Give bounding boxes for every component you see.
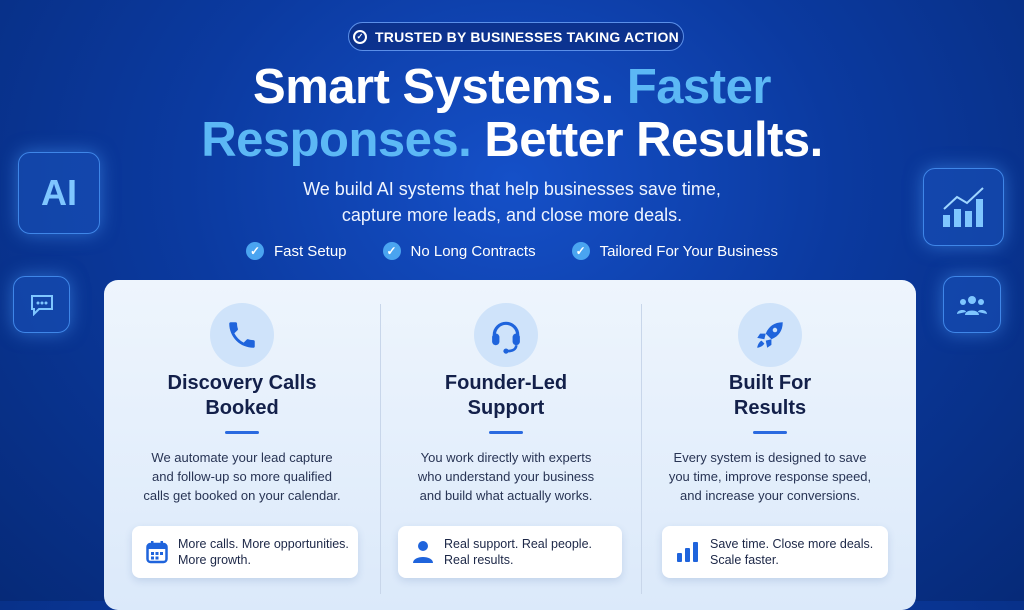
check-item: ✓ Fast Setup (245, 242, 347, 260)
subtitle: We build AI systems that help businesses… (0, 176, 1024, 228)
feature-highlight: Real support. Real people.Real results. (398, 526, 622, 578)
title-underline (225, 431, 259, 434)
trusted-badge: ✓ TRUSTED BY BUSINESSES TAKING ACTION (348, 22, 684, 51)
check-icon: ✓ (382, 242, 401, 260)
check-label: No Long Contracts (410, 242, 536, 260)
subtitle-line: capture more leads, and close more deals… (341, 205, 683, 225)
title-underline (753, 431, 787, 434)
feature-discovery-calls: Discovery Calls Booked We automate your … (107, 280, 377, 505)
feature-built-for-results: Built For Results Every system is design… (635, 280, 905, 505)
phone-icon (210, 303, 274, 367)
column-divider (641, 304, 642, 594)
person-icon (413, 541, 433, 563)
feature-highlight: More calls. More opportunities.More grow… (132, 526, 358, 578)
headline-accent: Responses. (201, 113, 472, 167)
check-circle-icon: ✓ (353, 29, 368, 44)
subtitle-line: We build AI systems that help businesses… (303, 179, 721, 199)
ai-label: AI (41, 172, 77, 213)
check-item: ✓ No Long Contracts (382, 242, 536, 260)
feature-title: Results (733, 397, 807, 419)
check-icon: ✓ (571, 242, 590, 260)
check-item: ✓ Tailored For Your Business (571, 242, 779, 260)
feature-title: Founder-Led (444, 372, 568, 394)
feature-title: Booked (205, 397, 279, 419)
rocket-icon (738, 303, 802, 367)
headline-text: Better Results. (484, 113, 823, 167)
features-card: Discovery Calls Booked We automate your … (104, 280, 916, 610)
feature-title: Discovery Calls (167, 372, 317, 394)
feature-founder-led-support: Founder-Led Support You work directly wi… (371, 280, 641, 505)
badge-label: TRUSTED BY BUSINESSES TAKING ACTION (375, 28, 679, 45)
check-label: Tailored For Your Business (599, 242, 779, 260)
check-label: Fast Setup (273, 242, 347, 260)
headline-text: Smart Systems. (253, 60, 614, 114)
headset-icon (474, 303, 538, 367)
bar-chart-icon (677, 542, 698, 562)
calendar-icon (146, 541, 168, 564)
headline-line1: Smart Systems. Faster (0, 62, 1024, 112)
headline-accent: Faster (626, 60, 772, 114)
chat-icon (13, 276, 70, 333)
headline-line2: Responses. Better Results. (0, 115, 1024, 165)
check-icon: ✓ (245, 242, 264, 260)
growth-chart-icon (923, 168, 1004, 246)
feature-title: Built For (728, 372, 812, 394)
title-underline (489, 431, 523, 434)
feature-highlight: Save time. Close more deals.Scale faster… (662, 526, 888, 578)
benefit-checks: ✓ Fast Setup ✓ No Long Contracts ✓ Tailored… (0, 242, 1024, 260)
feature-title: Support (467, 397, 545, 419)
column-divider (380, 304, 381, 594)
ai-icon: AI (18, 152, 100, 234)
people-icon (943, 276, 1001, 333)
